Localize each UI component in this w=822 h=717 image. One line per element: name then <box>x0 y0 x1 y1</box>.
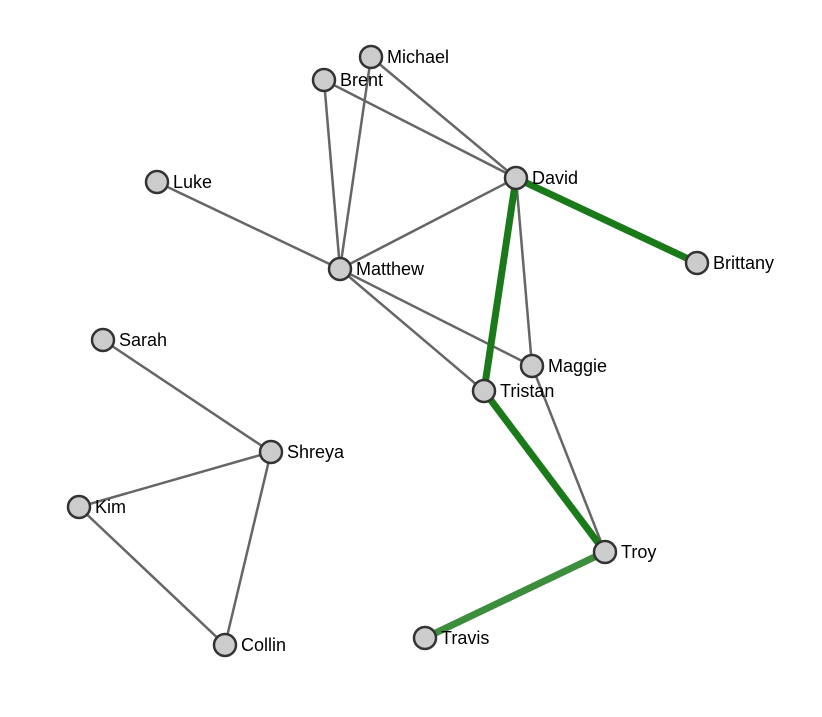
node-circle-collin[interactable] <box>212 632 238 658</box>
node-circle-brent[interactable] <box>311 67 337 93</box>
edge-sarah-shreya <box>102 338 272 454</box>
node-label-brent: Brent <box>340 70 383 90</box>
node-shreya[interactable]: Shreya <box>258 439 345 465</box>
node-luke[interactable]: Luke <box>144 169 212 195</box>
edge-kim-collin <box>78 506 226 646</box>
node-michael[interactable]: Michael <box>358 44 449 70</box>
edge-maggie-troy <box>530 365 607 553</box>
node-label-luke: Luke <box>173 172 212 192</box>
node-label-sarah: Sarah <box>119 330 167 350</box>
edge-shreya-collin <box>223 451 273 646</box>
node-circle-tristan[interactable] <box>471 378 497 404</box>
node-circle-shreya[interactable] <box>258 439 284 465</box>
node-circle-matthew[interactable] <box>327 256 353 282</box>
node-circle-kim[interactable] <box>66 494 92 520</box>
node-maggie[interactable]: Maggie <box>519 353 607 379</box>
node-matthew[interactable]: Matthew <box>327 256 425 282</box>
edge-luke-matthew <box>156 180 341 271</box>
node-tristan[interactable]: Tristan <box>471 378 554 404</box>
node-label-matthew: Matthew <box>356 259 425 279</box>
node-circle-luke[interactable] <box>144 169 170 195</box>
edge-brent-david <box>323 78 517 180</box>
edge-kim-shreya <box>78 450 272 509</box>
node-circle-david[interactable] <box>503 165 529 191</box>
node-troy[interactable]: Troy <box>592 539 656 565</box>
edge-tristan-troy <box>481 388 608 555</box>
node-label-brittany: Brittany <box>713 253 774 273</box>
node-label-tristan: Tristan <box>500 381 554 401</box>
node-travis[interactable]: Travis <box>412 625 489 651</box>
edge-michael-matthew <box>338 56 373 270</box>
node-label-kim: Kim <box>95 497 126 517</box>
node-circle-michael[interactable] <box>358 44 384 70</box>
node-circle-travis[interactable] <box>412 625 438 651</box>
node-circle-maggie[interactable] <box>519 353 545 379</box>
node-circle-sarah[interactable] <box>90 327 116 353</box>
node-label-maggie: Maggie <box>548 356 607 376</box>
edge-matthew-maggie <box>339 267 533 368</box>
node-brent[interactable]: Brent <box>311 67 383 93</box>
edge-david-tristan <box>480 177 520 392</box>
edge-matthew-david <box>339 176 517 271</box>
edge-david-maggie <box>514 177 534 367</box>
node-brittany[interactable]: Brittany <box>684 250 774 276</box>
node-label-michael: Michael <box>387 47 449 67</box>
edge-matthew-tristan <box>339 268 485 392</box>
node-label-troy: Troy <box>621 542 656 562</box>
node-circle-brittany[interactable] <box>684 250 710 276</box>
node-david[interactable]: David <box>503 165 578 191</box>
edge-david-brittany <box>514 174 699 267</box>
node-label-david: David <box>532 168 578 188</box>
edge-michael-david <box>370 56 517 179</box>
node-kim[interactable]: Kim <box>66 494 126 520</box>
edge-troy-travis <box>423 548 607 642</box>
node-label-shreya: Shreya <box>287 442 345 462</box>
node-label-collin: Collin <box>241 635 286 655</box>
node-collin[interactable]: Collin <box>212 632 286 658</box>
edges-layer <box>78 56 699 646</box>
node-label-travis: Travis <box>441 628 489 648</box>
edge-brent-matthew <box>322 79 342 270</box>
node-circle-troy[interactable] <box>592 539 618 565</box>
node-sarah[interactable]: Sarah <box>90 327 167 353</box>
